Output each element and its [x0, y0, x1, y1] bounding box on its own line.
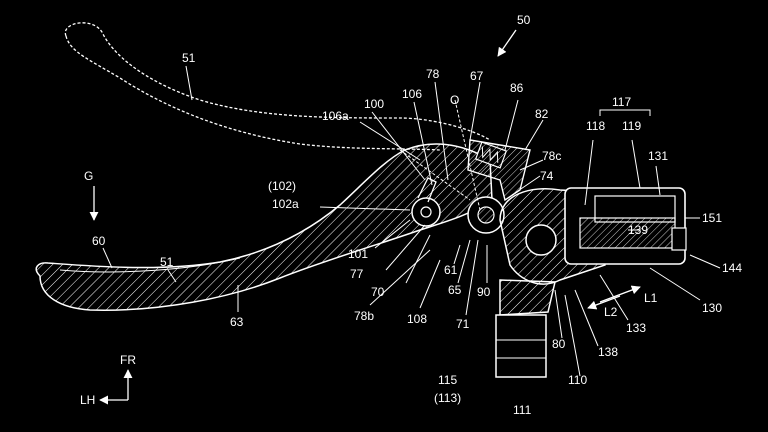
arrow-50 — [497, 29, 517, 57]
label-LH: LH — [80, 393, 95, 407]
label-78-top: 78 — [426, 67, 440, 81]
label-144: 144 — [722, 261, 742, 275]
label-139: 139 — [628, 223, 648, 237]
label-151: 151 — [702, 211, 722, 225]
label-51-lower: 51 — [160, 255, 174, 269]
label-78c: 78c — [542, 149, 561, 163]
clamp-110 — [499, 279, 556, 316]
label-110: 110 — [568, 373, 587, 387]
label-90: 90 — [477, 285, 491, 299]
label-106a: 106a — [322, 109, 349, 123]
label-67: 67 — [470, 69, 484, 83]
label-63: 63 — [230, 315, 244, 329]
label-101: 101 — [348, 247, 368, 261]
label-O: O — [450, 93, 459, 107]
label-61: 61 — [444, 263, 458, 277]
label-71: 71 — [456, 317, 470, 331]
lever-upper-dashed — [64, 22, 491, 141]
label-119: 119 — [622, 119, 641, 133]
lever-inner-line — [59, 257, 241, 273]
label-60: 60 — [92, 234, 106, 248]
label-L1: L1 — [644, 291, 658, 305]
label-L2: L2 — [604, 305, 618, 319]
lever-main-body — [35, 143, 493, 311]
label-51-upper: 51 — [182, 51, 196, 65]
label-108: 108 — [407, 312, 427, 326]
link-102 — [417, 177, 437, 203]
housing-82 — [467, 139, 531, 202]
label-50: 50 — [517, 13, 531, 27]
label-138: 138 — [598, 345, 618, 359]
label-78b: 78b — [354, 309, 374, 323]
arrow-L1 — [599, 285, 641, 303]
leader-lines — [102, 65, 721, 377]
label-100: 100 — [364, 97, 384, 111]
label-86: 86 — [510, 81, 524, 95]
cap-144 — [671, 227, 687, 251]
label-111: 111 — [513, 403, 532, 417]
clamp-111 — [495, 314, 547, 378]
pivot-65-inner — [477, 206, 495, 224]
label-70: 70 — [371, 285, 385, 299]
label-115: 115 — [438, 373, 457, 387]
label-82: 82 — [535, 107, 549, 121]
label-102-paren: (102) — [268, 179, 296, 193]
label-117: 117 — [612, 95, 631, 109]
label-133: 133 — [626, 321, 646, 335]
lever-upper-dashed-lower-edge — [65, 35, 441, 151]
label-130: 130 — [702, 301, 722, 315]
label-77: 77 — [350, 267, 364, 281]
pivot-101-inner — [420, 206, 432, 218]
label-106: 106 — [402, 87, 422, 101]
label-65: 65 — [448, 283, 462, 297]
label-74: 74 — [540, 169, 554, 183]
piston-139 — [579, 217, 676, 249]
label-118: 118 — [586, 119, 605, 133]
label-113: (113) — [434, 391, 461, 405]
label-FR: FR — [120, 353, 136, 367]
label-80: 80 — [552, 337, 566, 351]
pivot-74 — [525, 224, 557, 256]
label-102a: 102a — [272, 197, 299, 211]
label-G: G — [84, 169, 93, 183]
label-131: 131 — [648, 149, 668, 163]
